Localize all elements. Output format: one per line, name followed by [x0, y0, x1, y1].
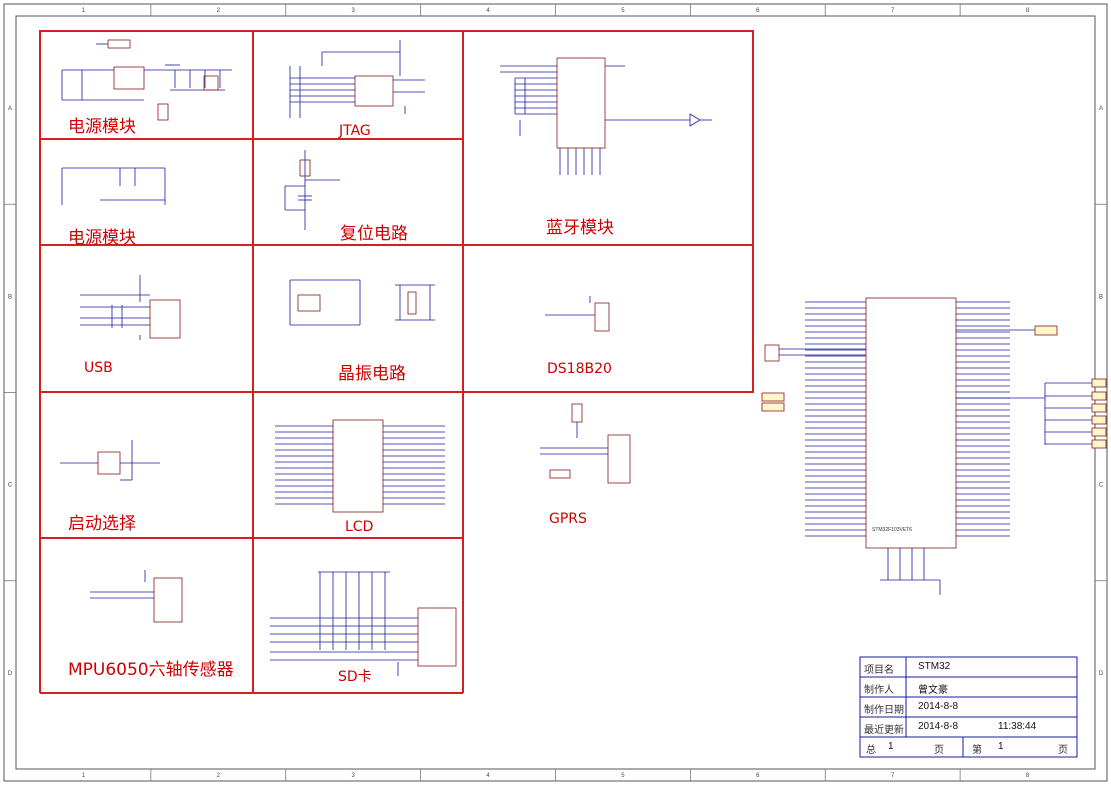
- frame-row-label: C: [1099, 483, 1104, 489]
- frame-row-label: D: [8, 671, 13, 677]
- frame-col-label: 6: [756, 8, 760, 14]
- mcu-schematic: [764, 297, 1092, 595]
- lcd-schematic: [275, 419, 445, 513]
- crystal-schematic: [289, 279, 435, 326]
- frame-col-label: 1: [82, 773, 86, 779]
- section-title-ds18b20: DS18B20: [547, 361, 612, 377]
- section-title-bluetooth: 蓝牙模块: [546, 218, 614, 238]
- section-title-crystal: 晶振电路: [338, 364, 406, 384]
- section-title-gprs: GPRS: [549, 511, 587, 527]
- section-title-power-2: 电源模块: [68, 228, 136, 248]
- updated-time: 11:38:44: [998, 721, 1037, 732]
- power-module-2-schematic: [61, 167, 166, 205]
- ds18b20-schematic: [545, 296, 610, 332]
- mcu-part-name: STM32F103VET6: [872, 527, 913, 533]
- title-block-grid: [859, 656, 1078, 758]
- section-title-jtag: JTAG: [339, 123, 371, 139]
- frame-row-label: B: [1099, 294, 1103, 300]
- usb-schematic: [80, 275, 181, 340]
- reset-schematic: [284, 150, 340, 230]
- section-title-lcd: LCD: [345, 519, 374, 535]
- frame-col-label: 3: [352, 773, 356, 779]
- power-module-1-schematic: [61, 39, 232, 121]
- total-pages-label: 总: [866, 745, 876, 756]
- frame-row-label: A: [1099, 106, 1103, 112]
- frame-col-label: 7: [891, 8, 895, 14]
- total-pages-unit: 页: [934, 745, 944, 756]
- frame-col-label: 1: [82, 8, 86, 14]
- section-title-boot: 启动选择: [68, 514, 136, 534]
- section-title-reset: 复位电路: [340, 224, 408, 244]
- frame-col-label: 8: [1026, 773, 1030, 779]
- connector-blocks: [761, 325, 1107, 449]
- boot-schematic: [60, 440, 160, 481]
- frame-col-label: 3: [352, 8, 356, 14]
- page-number-unit: 页: [1058, 745, 1068, 756]
- frame-col-label: 4: [486, 8, 490, 14]
- jtag-schematic: [289, 40, 425, 118]
- page-number-value: 1: [998, 741, 1004, 752]
- frame-row-label: A: [8, 106, 12, 112]
- project-name-value: STM32: [918, 661, 951, 672]
- frame-row-label: D: [1099, 671, 1104, 677]
- author-label: 制作人: [864, 685, 894, 696]
- frame-ticks: [4, 4, 1107, 781]
- project-name-label: 项目名: [864, 665, 894, 676]
- date-value: 2014-8-8: [918, 701, 959, 712]
- frame-col-label: 6: [756, 773, 760, 779]
- section-title-sd-card: SD卡: [338, 669, 372, 685]
- section-title-usb: USB: [84, 360, 113, 376]
- section-title-mpu6050: MPU6050六轴传感器: [68, 660, 234, 680]
- frame-col-label: 2: [217, 8, 221, 14]
- author-value: 曾文豪: [918, 685, 948, 696]
- page-number-label: 第: [972, 745, 982, 756]
- frame-col-label: 2: [217, 773, 221, 779]
- frame-row-label: C: [8, 483, 13, 489]
- frame-row-label: B: [8, 294, 12, 300]
- gprs-schematic: [540, 403, 631, 484]
- bluetooth-schematic: [500, 57, 712, 175]
- mpu-schematic: [90, 570, 183, 623]
- section-grid: [39, 30, 754, 694]
- frame-col-label: 7: [891, 773, 895, 779]
- updated-label: 最近更新: [864, 725, 904, 736]
- grid-row-3: [39, 244, 754, 393]
- updated-date: 2014-8-8: [918, 721, 959, 732]
- total-pages-value: 1: [888, 741, 894, 752]
- sd-schematic: [270, 571, 457, 676]
- section-title-power-1: 电源模块: [68, 117, 136, 137]
- frame-col-label: 4: [486, 773, 490, 779]
- frame-col-label: 5: [621, 773, 625, 779]
- frame-col-label: 5: [621, 8, 625, 14]
- date-label: 制作日期: [864, 705, 904, 716]
- frame-col-label: 8: [1026, 8, 1030, 14]
